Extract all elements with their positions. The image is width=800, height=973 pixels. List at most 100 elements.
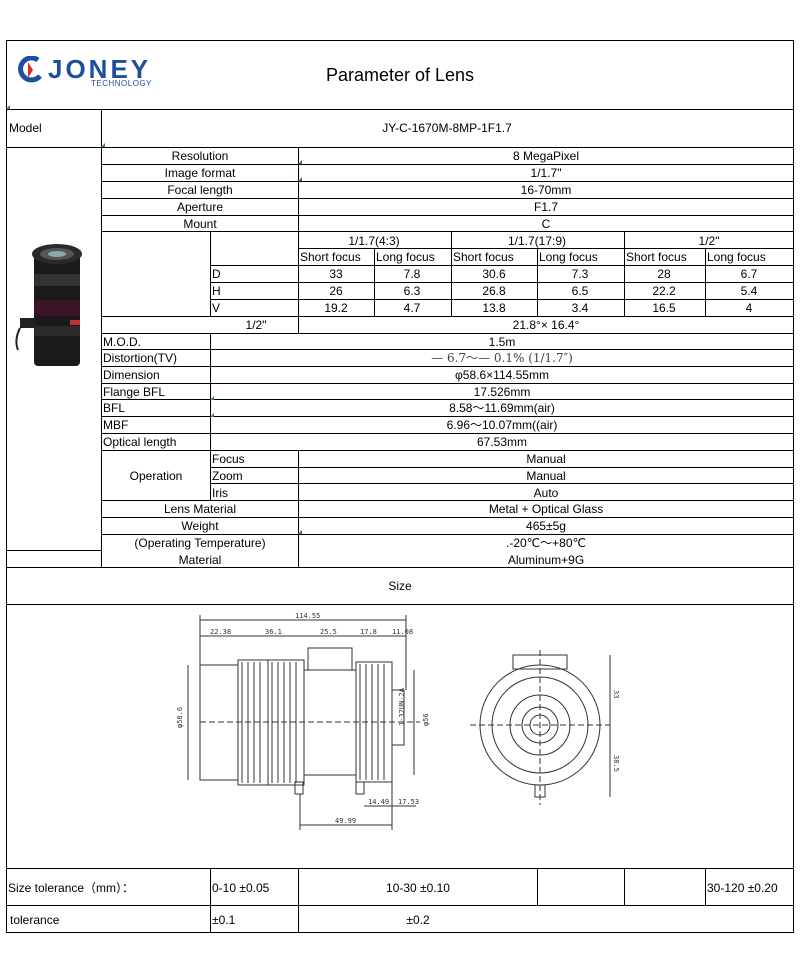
logo-mark-icon — [18, 56, 42, 83]
size-tolerance-3: 30-120 ±0.20 — [707, 881, 778, 895]
dim-h: 49.99 — [335, 817, 356, 825]
fov-row-d-v4: 7.3 — [571, 267, 589, 281]
size-tolerance-1: 0-10 ±0.05 — [212, 881, 270, 895]
dim-a: 22.38 — [210, 628, 231, 636]
fov-half-value: 21.8°× 16.4° — [512, 318, 580, 332]
dim-c: 25.5 — [320, 628, 337, 636]
mod-label: M.O.D. — [103, 335, 141, 349]
bfl-value: 8.58〜11.69mm(air) — [449, 401, 555, 415]
fov-sub-2: Long focus — [376, 250, 435, 264]
fov-group-1: 1/1.7(4:3) — [348, 234, 400, 248]
fov-row-h-label: H — [212, 284, 221, 298]
logo-subtitle: TECHNOLOGY — [91, 79, 153, 88]
weight-label: Weight — [181, 519, 219, 533]
fov-row-h-v3: 26.8 — [482, 284, 506, 298]
focal-length-value: 16-70mm — [520, 183, 572, 197]
fov-group-2: 1/1.7(17:9) — [507, 234, 567, 248]
operation-zoom-label: Zoom — [212, 469, 243, 483]
bfl-label: BFL — [103, 401, 126, 415]
mod-value: 1.5m — [488, 335, 516, 349]
material-value: Aluminum+9G — [507, 553, 585, 567]
dim-b: 36.1 — [265, 628, 282, 636]
dim-f: 14.49 — [368, 798, 389, 806]
distortion-value: — 6.7〜— 0.1% (1/1.7″) — [431, 351, 573, 365]
dim-i: 33 — [612, 690, 620, 698]
size-tolerance-2: 10-30 ±0.10 — [386, 881, 450, 895]
tolerance-1: ±0.1 — [212, 913, 236, 927]
model-value: JY-C-1670M-8MP-1F1.7 — [382, 121, 512, 135]
model-label: Model — [9, 121, 42, 135]
fov-sub-4: Long focus — [539, 250, 598, 264]
dim-dia1: φ58.6 — [176, 707, 184, 728]
fov-row-d-label: D — [212, 267, 221, 281]
fov-half-label: 1/2" — [245, 318, 267, 332]
fov-group-3: 1/2" — [698, 234, 720, 248]
mbf-value: 6.96〜10.07mm((air) — [446, 418, 558, 432]
size-heading: Size — [388, 579, 412, 593]
dim-d: 17.8 — [360, 628, 377, 636]
tolerance-2: ±0.2 — [406, 913, 430, 927]
optical-length-label: Optical length — [103, 435, 177, 449]
tolerance-label: tolerance — [10, 913, 60, 927]
flange-label: Flange BFL — [103, 385, 166, 399]
temperature-label: (Operating Temperature) — [134, 536, 266, 550]
page-title: Parameter of Lens — [325, 65, 475, 85]
image-format-value: 1/1.7" — [530, 166, 562, 180]
fov-row-v-v6: 4 — [745, 301, 753, 315]
mbf-label: MBF — [103, 418, 129, 432]
dim-e: 11.08 — [392, 628, 413, 636]
distortion-label: Distortion(TV) — [103, 351, 178, 365]
flange-value: 17.526mm — [473, 385, 531, 399]
dim-thread: 1-32UN-2A — [398, 687, 406, 726]
fov-row-d-v3: 30.6 — [482, 267, 506, 281]
fov-sub-6: Long focus — [707, 250, 766, 264]
material-label: Material — [178, 553, 222, 567]
operation-zoom-value: Manual — [526, 469, 566, 483]
aperture-value: F1.7 — [533, 200, 559, 214]
fov-row-d-v1: 33 — [329, 267, 343, 281]
logo-wordmark: JONEY — [48, 54, 152, 84]
mount-label: Mount — [183, 217, 217, 231]
fov-row-v-v5: 16.5 — [652, 301, 676, 315]
fov-row-d-v6: 6.7 — [740, 267, 758, 281]
fov-row-v-v4: 3.4 — [571, 301, 589, 315]
lens-material-value: Metal + Optical Glass — [488, 502, 604, 516]
operation-focus-value: Manual — [526, 452, 566, 466]
fov-row-h-v2: 6.3 — [403, 284, 421, 298]
fov-sub-1: Short focus — [300, 250, 361, 264]
fov-row-d-v5: 28 — [657, 267, 671, 281]
dim-j: 38.5 — [612, 755, 620, 772]
resolution-value: 8 MegaPixel — [512, 149, 580, 163]
operation-iris-label: Iris — [212, 486, 228, 500]
optical-length-value: 67.53mm — [476, 435, 528, 449]
dim-dia2: φ56 — [422, 713, 430, 726]
fov-row-v-label: V — [212, 301, 221, 315]
image-format-label: Image format — [164, 166, 236, 180]
fov-row-h-v1: 26 — [329, 284, 343, 298]
fov-row-h-v4: 6.5 — [571, 284, 589, 298]
focal-length-label: Focal length — [167, 183, 233, 197]
lens-photo — [15, 244, 82, 366]
operation-label: Operation — [129, 469, 183, 483]
aperture-label: Aperture — [176, 200, 224, 214]
fov-row-v-v1: 19.2 — [324, 301, 348, 315]
fov-row-h-v5: 22.2 — [652, 284, 676, 298]
temperature-value: .-20℃〜+80℃ — [506, 536, 586, 550]
fov-row-h-v6: 5.4 — [740, 284, 758, 298]
operation-focus-label: Focus — [212, 452, 245, 466]
fov-sub-5: Short focus — [626, 250, 687, 264]
fov-row-d-v2: 7.8 — [403, 267, 421, 281]
lens-material-label: Lens Material — [163, 502, 237, 516]
dim-g: 17.53 — [398, 798, 419, 806]
dimension-label: Dimension — [103, 368, 160, 382]
size-tolerance-label: Size tolerance（mm）： — [8, 881, 135, 895]
fov-sub-3: Short focus — [453, 250, 514, 264]
weight-value: 465±5g — [526, 519, 566, 533]
fov-row-v-v3: 13.8 — [482, 301, 506, 315]
mount-value: C — [541, 217, 551, 231]
dim-overall: 114.55 — [295, 612, 320, 620]
resolution-label: Resolution — [171, 149, 229, 163]
fov-row-v-v2: 4.7 — [403, 301, 421, 315]
lens-dimension-drawing: 114.55 22.38 36.1 25.5 17.8 11.08 φ58.6 … — [176, 612, 620, 830]
dimension-value: φ58.6×114.55mm — [455, 368, 549, 382]
